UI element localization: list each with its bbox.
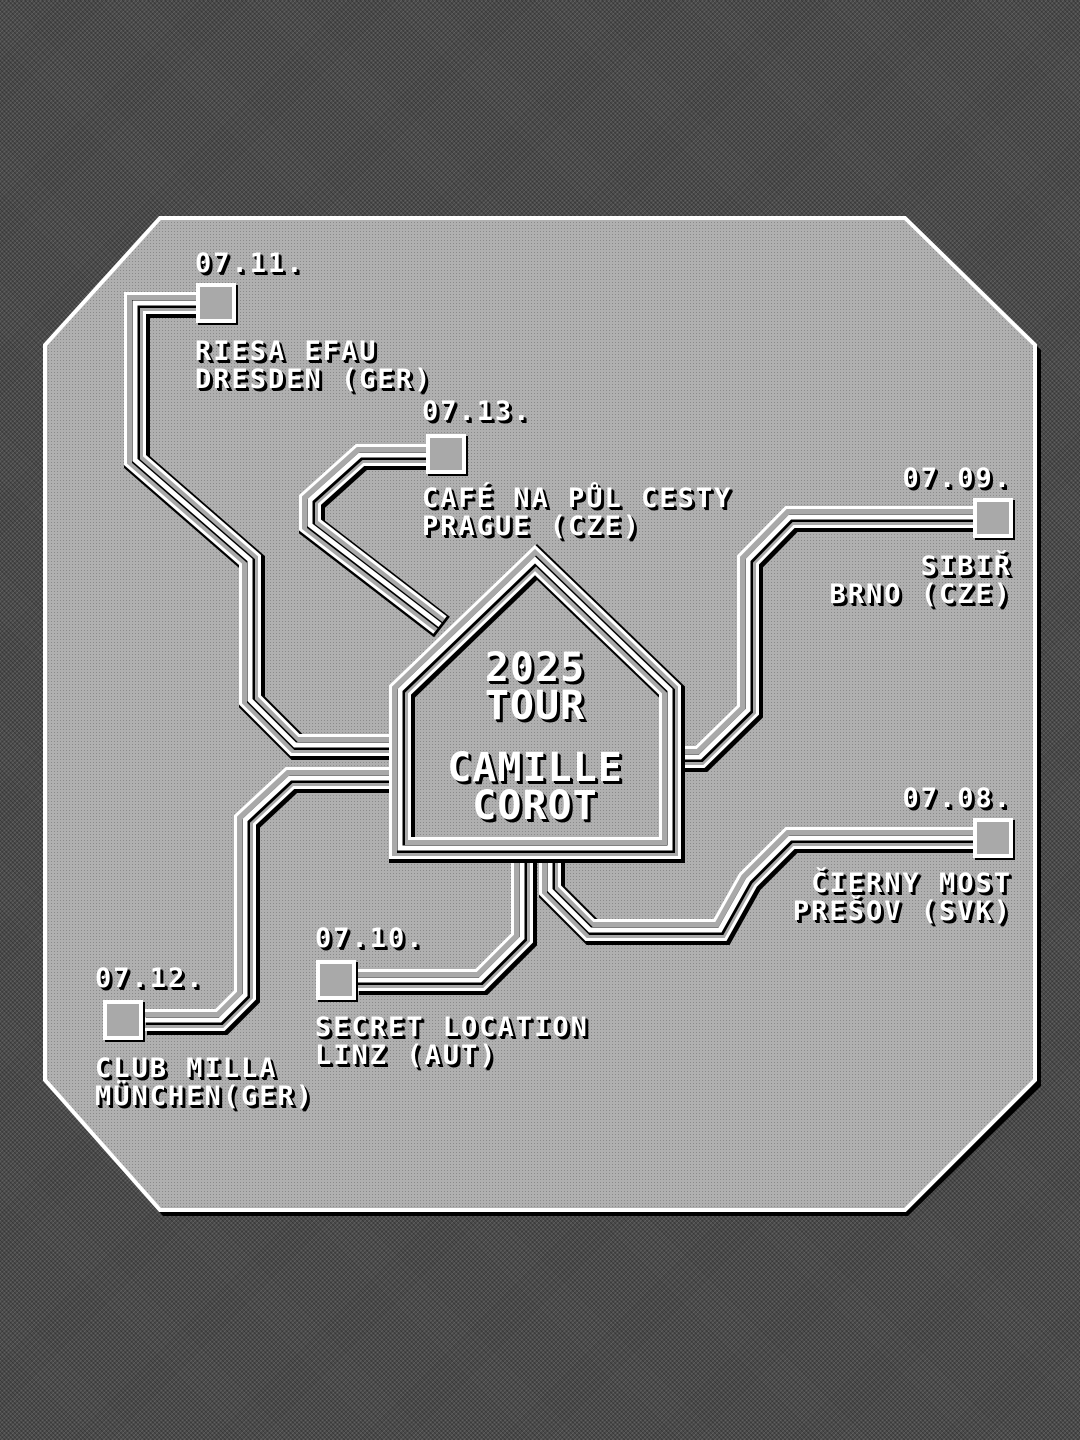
stop-date: 07.10. bbox=[315, 923, 425, 954]
venue-pad bbox=[973, 498, 1013, 538]
stop-venue: ČIERNY MOST bbox=[811, 868, 1012, 899]
tour-label: TOUR bbox=[484, 683, 586, 729]
center-house bbox=[389, 543, 685, 863]
venue-pad bbox=[316, 960, 356, 1000]
stop-city: DRESDEN (GER) bbox=[195, 364, 433, 395]
stop-city: BRNO (CZE) bbox=[829, 579, 1012, 610]
stop-venue: SIBIŘ bbox=[920, 551, 1012, 582]
stop-date: 07.12. bbox=[95, 963, 205, 994]
artist-name-line1: CAMILLE bbox=[447, 745, 623, 791]
trace-presov bbox=[539, 827, 980, 945]
stop-date: 07.13. bbox=[422, 396, 532, 427]
tour-year: 2025 bbox=[484, 645, 586, 691]
stop-venue: SECRET LOCATION bbox=[315, 1012, 589, 1043]
venue-pad bbox=[103, 1000, 143, 1040]
stop-venue: RIESA EFAU bbox=[195, 336, 378, 367]
artist-name-line2: COROT bbox=[472, 783, 598, 829]
board bbox=[43, 216, 1037, 1212]
venue-pad bbox=[973, 818, 1013, 858]
trace-linz bbox=[357, 850, 537, 995]
stop-date: 07.09. bbox=[902, 463, 1012, 494]
trace-riesa bbox=[124, 292, 397, 760]
stop-venue: CAFÉ NA PŮL CESTY bbox=[422, 483, 733, 514]
stop-city: LINZ (AUT) bbox=[315, 1040, 498, 1071]
stop-city: MÜNCHEN(GER) bbox=[95, 1081, 315, 1112]
stop-city: PRAGUE (CZE) bbox=[422, 511, 642, 542]
trace-prague bbox=[299, 444, 450, 638]
trace-brno bbox=[680, 506, 980, 772]
stop-date: 07.08. bbox=[902, 783, 1012, 814]
venue-pad bbox=[196, 283, 236, 323]
trace-munchen bbox=[145, 767, 397, 1035]
stop-date: 07.11. bbox=[195, 248, 305, 279]
venue-pad bbox=[426, 434, 466, 474]
stop-city: PREŠOV (SVK) bbox=[792, 896, 1012, 927]
stop-venue: CLUB MILLA bbox=[95, 1053, 278, 1084]
